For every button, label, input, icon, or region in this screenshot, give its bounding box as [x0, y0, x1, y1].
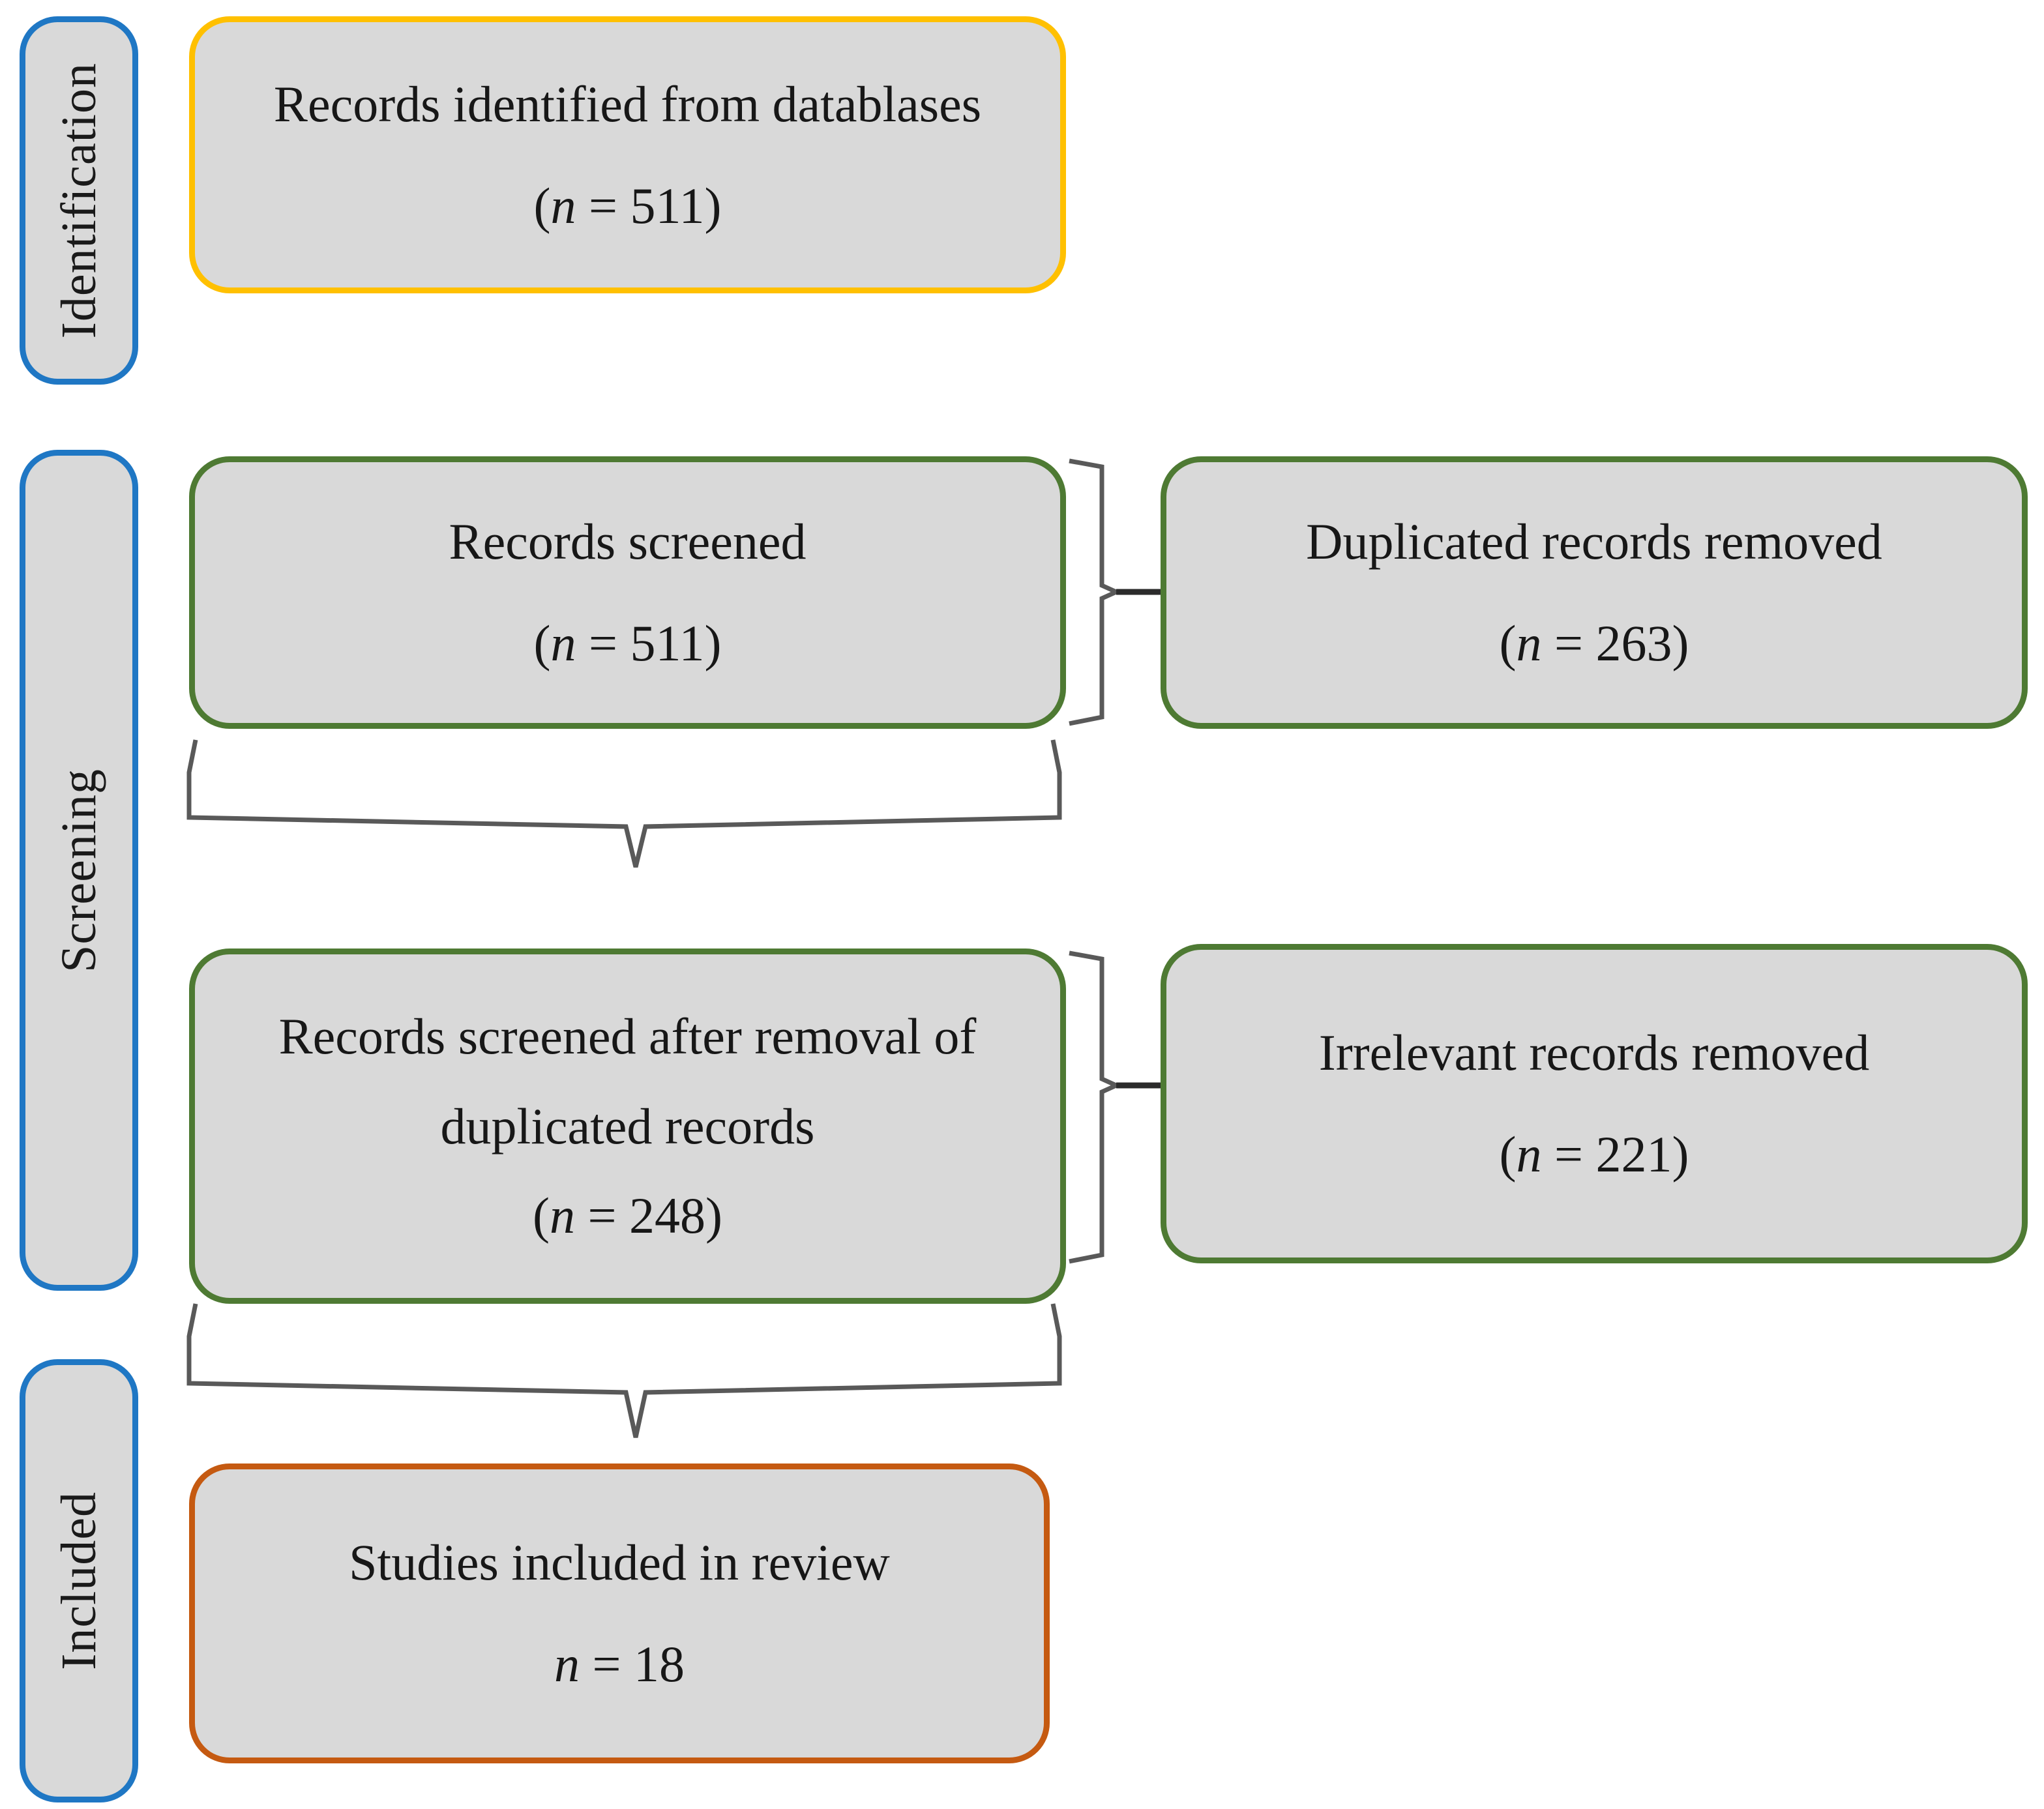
connector-screened-down: [186, 739, 1062, 868]
count-value: = 248): [575, 1187, 722, 1244]
stage-pill-identification: Identification: [20, 16, 138, 385]
count-open-paren: (: [1499, 1126, 1517, 1183]
node-records-screened-after-removal-title-line1: Records screened after removal of: [278, 1007, 977, 1065]
node-records-screened: Records screened (n = 511): [189, 456, 1066, 729]
count-symbol-n: n: [550, 1187, 575, 1244]
node-records-screened-after-removal-title-line2: duplicated records: [440, 1097, 815, 1155]
count-open-paren: (: [533, 615, 551, 671]
count-open-paren: (: [1499, 615, 1517, 671]
count-open-paren: (: [533, 1187, 550, 1244]
count-symbol-n: n: [1516, 1126, 1542, 1183]
node-irrelevant-records-removed-count: (n = 221): [1500, 1128, 1689, 1181]
node-irrelevant-records-removed: Irrelevant records removed (n = 221): [1161, 944, 2028, 1263]
count-symbol-n: n: [550, 177, 576, 234]
node-records-screened-count: (n = 511): [533, 617, 721, 670]
count-value: = 511): [576, 177, 722, 234]
count-symbol-n: n: [1516, 615, 1542, 671]
count-value: = 511): [576, 615, 722, 671]
connector-dedup-down: [186, 1303, 1062, 1438]
node-records-screened-title: Records screened: [449, 513, 807, 570]
node-records-identified: Records identified from datablases (n = …: [189, 16, 1066, 293]
count-value: = 221): [1541, 1126, 1689, 1183]
node-records-identified-count: (n = 511): [533, 179, 721, 233]
node-duplicated-records-removed-count: (n = 263): [1500, 617, 1689, 670]
count-symbol-n: n: [554, 1636, 580, 1692]
node-duplicated-records-removed-title: Duplicated records removed: [1306, 513, 1882, 570]
count-open-paren: (: [533, 177, 551, 234]
count-value: = 263): [1541, 615, 1689, 671]
node-records-screened-after-removal-count: (n = 248): [533, 1189, 722, 1243]
node-studies-included-count: n = 18: [554, 1638, 685, 1691]
stage-label-screening: Screening: [52, 768, 106, 973]
stage-pill-screening: Screening: [20, 450, 138, 1291]
node-duplicated-records-removed: Duplicated records removed (n = 263): [1161, 456, 2028, 729]
count-symbol-n: n: [550, 615, 576, 671]
node-records-identified-title: Records identified from datablases: [273, 75, 982, 132]
stage-pill-included: Included: [20, 1359, 138, 1802]
node-irrelevant-records-removed-title: Irrelevant records removed: [1318, 1024, 1870, 1081]
node-studies-included-title: Studies included in review: [349, 1534, 890, 1591]
stage-label-identification: Identification: [52, 62, 106, 339]
node-records-screened-after-removal: Records screened after removal of duplic…: [189, 949, 1066, 1304]
connector-dedup-to-irrelevant: [1069, 950, 1162, 1264]
node-studies-included: Studies included in review n = 18: [189, 1463, 1050, 1763]
stage-label-included: Included: [52, 1492, 106, 1670]
count-value: = 18: [580, 1636, 685, 1692]
connector-screened-to-duplicates: [1069, 458, 1162, 726]
